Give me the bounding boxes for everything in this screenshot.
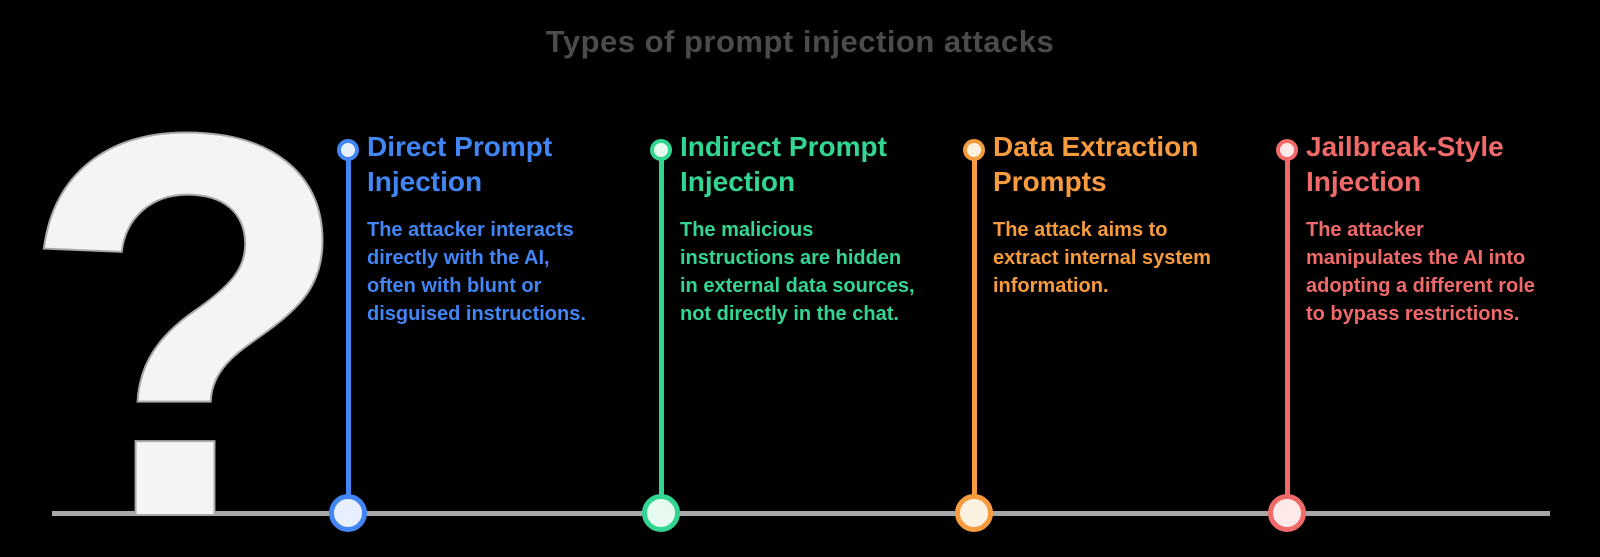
connector-line (971, 149, 977, 513)
connector-line (345, 149, 351, 513)
item-title: Data Extraction Prompts (993, 131, 1199, 197)
item-description: The attacker manipulates the AI into ado… (1306, 219, 1535, 325)
item-title: Direct Prompt Injection (367, 131, 553, 197)
timeline-baseline (52, 511, 1550, 516)
top-marker-dot (650, 139, 672, 161)
bottom-marker-dot (955, 494, 993, 532)
question-mark-glyph: ? (20, 22, 353, 557)
item-description: The malicious instructions are hidden in… (680, 219, 915, 325)
bottom-marker-dot (642, 494, 680, 532)
top-marker-dot (337, 139, 359, 161)
item-title: Indirect Prompt Injection (680, 131, 887, 197)
bottom-marker-dot (329, 494, 367, 532)
connector-line (1284, 149, 1290, 513)
item-description: The attack aims to extract internal syst… (993, 219, 1211, 297)
connector-line (658, 149, 664, 513)
top-marker-dot (1276, 139, 1298, 161)
bottom-marker-dot (1268, 494, 1306, 532)
page-title: Types of prompt injection attacks (545, 24, 1055, 59)
item-description: The attacker interacts directly with the… (367, 219, 586, 325)
top-marker-dot (963, 139, 985, 161)
item-title: Jailbreak-Style Injection (1306, 131, 1504, 197)
